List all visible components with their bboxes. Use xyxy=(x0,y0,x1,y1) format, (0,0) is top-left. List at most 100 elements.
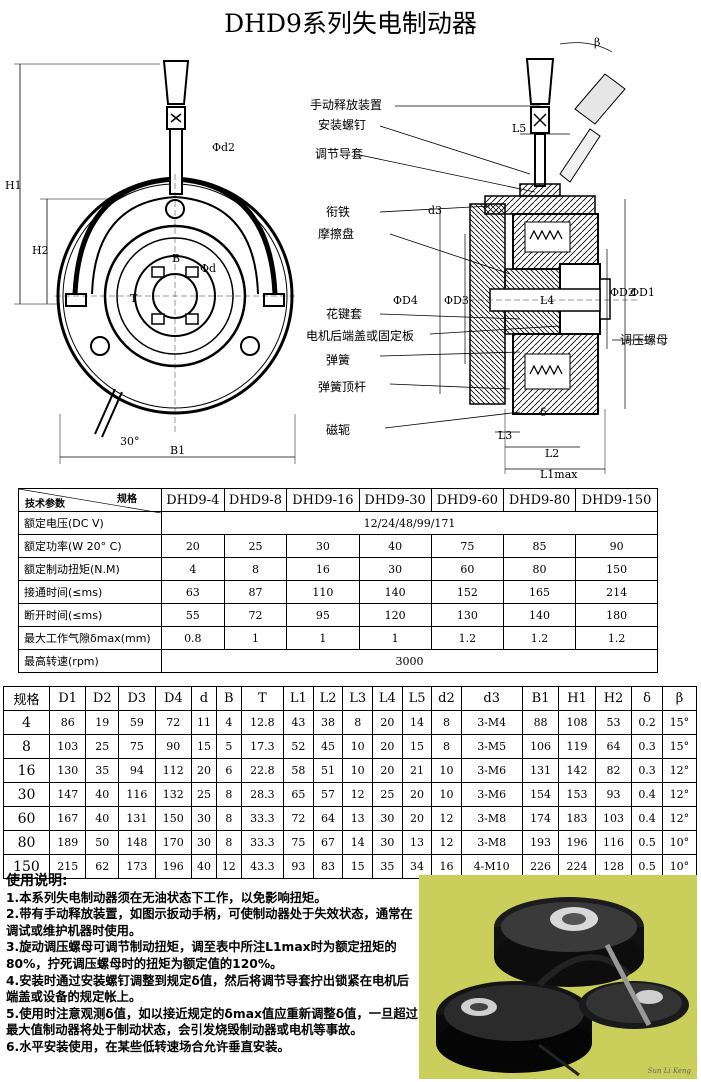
dim-value-cell: 148 xyxy=(118,830,156,855)
callout-spline-hub: 花键套 xyxy=(326,306,362,321)
dim-value-cell: 116 xyxy=(118,782,156,807)
model-header: DHD9-30 xyxy=(358,488,432,512)
dim-value-cell: 88 xyxy=(521,710,560,735)
dim-value-cell: 20 xyxy=(372,710,403,735)
dim-value-cell: 224 xyxy=(558,854,596,879)
tech-header-diagonal: 规格 技术参数 xyxy=(18,488,162,513)
param-value: 40 xyxy=(358,534,432,558)
dim-value-cell: 22.8 xyxy=(240,758,285,783)
param-value: 63 xyxy=(161,580,225,604)
param-value: 0.8 xyxy=(161,626,225,650)
dim-value-cell: 17.3 xyxy=(240,734,285,759)
dim-model-cell: 4 xyxy=(3,710,50,735)
model-header: DHD9-150 xyxy=(575,488,658,512)
dim-beta: β xyxy=(594,36,600,49)
dim-value-cell: 19 xyxy=(85,710,120,735)
dim-phi-d4: ΦD4 xyxy=(393,294,418,307)
dim-value-cell: 119 xyxy=(558,734,596,759)
dim-model-cell: 16 xyxy=(3,758,50,783)
page-title: DHD9系列失电制动器 xyxy=(224,9,477,38)
callout-armature: 衔铁 xyxy=(326,205,350,219)
dim-b1: B1 xyxy=(170,444,185,457)
dim-value-cell: 8 xyxy=(342,710,374,735)
dim-column-header: d xyxy=(191,686,217,711)
dim-value-cell: 72 xyxy=(154,710,193,735)
dim-column-header: D2 xyxy=(85,686,120,711)
dim-value-cell: 153 xyxy=(558,782,596,807)
dim-value-cell: 30 xyxy=(191,830,217,855)
dim-value-cell: 106 xyxy=(521,734,560,759)
technical-drawing: H1 H2 Φd2 B T Φd 30° B1 xyxy=(5,36,668,481)
dim-value-cell: 103 xyxy=(48,734,87,759)
dim-value-cell: 0.4 xyxy=(631,782,663,807)
param-merged-value: 12/24/48/99/171 xyxy=(161,511,658,535)
dim-h2: H2 xyxy=(32,244,49,257)
dim-phi-d: Φd xyxy=(200,262,216,275)
dim-l1max: L1max xyxy=(540,468,578,481)
dim-column-header: L2 xyxy=(312,686,344,711)
dim-value-cell: 142 xyxy=(558,758,596,783)
dim-value-cell: 3-M4 xyxy=(460,710,523,735)
dim-column-header: d2 xyxy=(431,686,462,711)
dim-value-cell: 3-M5 xyxy=(460,734,523,759)
callout-manual-release: 手动释放装置 xyxy=(310,97,382,112)
dim-value-cell: 38 xyxy=(312,710,344,735)
param-value: 165 xyxy=(502,580,577,604)
dim-value-cell: 20 xyxy=(372,758,403,783)
dim-value-cell: 82 xyxy=(594,758,633,783)
dim-value-cell: 3-M8 xyxy=(460,830,523,855)
dim-value-cell: 83 xyxy=(312,854,344,879)
dim-value-cell: 25 xyxy=(191,782,217,807)
dim-value-cell: 33.3 xyxy=(240,830,285,855)
param-value: 87 xyxy=(223,580,288,604)
dim-value-cell: 0.5 xyxy=(631,854,663,879)
dim-value-cell: 3-M8 xyxy=(460,806,523,831)
dim-value-cell: 33.3 xyxy=(240,806,285,831)
param-value: 214 xyxy=(575,580,658,604)
dim-value-cell: 21 xyxy=(401,758,433,783)
dim-value-cell: 108 xyxy=(558,710,596,735)
dim-phi-d2: Φd2 xyxy=(212,141,235,154)
param-value: 30 xyxy=(286,534,360,558)
dim-value-cell: 16 xyxy=(431,854,462,879)
dim-value-cell: 131 xyxy=(118,806,156,831)
dim-value-cell: 45 xyxy=(312,734,344,759)
dim-value-cell: 13 xyxy=(401,830,433,855)
dim-value-cell: 6 xyxy=(215,758,242,783)
param-value: 150 xyxy=(575,557,658,581)
notes-heading: 使用说明: xyxy=(6,873,68,889)
dim-value-cell: 94 xyxy=(118,758,156,783)
callout-spring: 弹簧 xyxy=(326,352,350,367)
dim-phi-d2-right: ΦD2 xyxy=(610,286,635,299)
dim-column-header: D3 xyxy=(118,686,156,711)
dim-l4: L4 xyxy=(540,294,554,307)
dim-value-cell: 10° xyxy=(661,830,698,855)
param-value: 1 xyxy=(286,626,360,650)
dim-model-cell: 150 xyxy=(3,854,50,879)
dim-value-cell: 189 xyxy=(48,830,87,855)
dim-value-cell: 15 xyxy=(191,734,217,759)
dim-value-cell: 12 xyxy=(342,782,374,807)
dim-value-cell: 150 xyxy=(154,806,193,831)
param-value: 30 xyxy=(358,557,432,581)
dim-l5: L5 xyxy=(512,122,526,135)
dim-value-cell: 13 xyxy=(342,806,374,831)
param-name: 额定功率(W 20° C) xyxy=(18,534,162,558)
dim-value-cell: 59 xyxy=(118,710,156,735)
param-value: 140 xyxy=(502,603,577,627)
dim-column-header: L1 xyxy=(283,686,314,711)
param-value: 55 xyxy=(161,603,225,627)
param-value: 130 xyxy=(430,603,504,627)
param-value: 85 xyxy=(502,534,577,558)
dim-value-cell: 93 xyxy=(283,854,314,879)
callout-yoke: 磁轭 xyxy=(326,422,350,437)
param-value: 1.2 xyxy=(430,626,504,650)
note-item: 3.旋动调压螺母可调节制动扭矩，调至表中所注L1max时为额定扭矩的80%，拧死… xyxy=(6,940,397,971)
dim-column-header: 规格 xyxy=(3,686,50,711)
callout-mounting-screw: 安装螺钉 xyxy=(318,117,366,132)
